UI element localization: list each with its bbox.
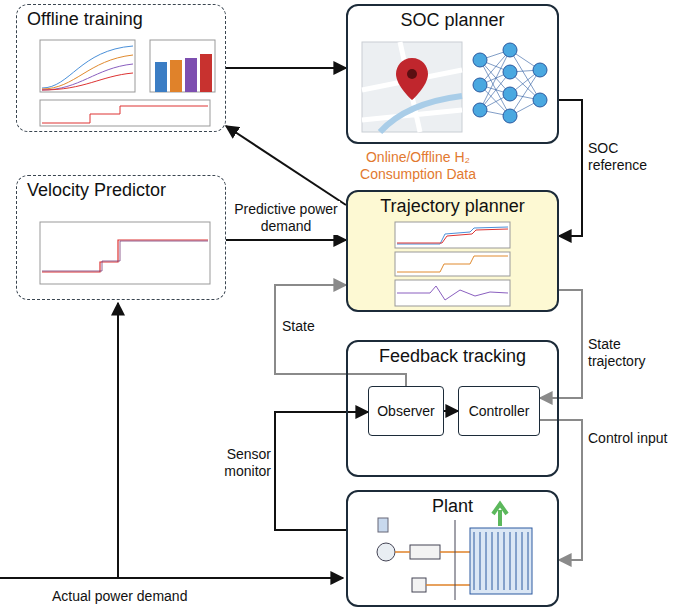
edge-label: Control input [588, 430, 668, 447]
signal-label: Actual power demand [52, 588, 187, 605]
connector [275, 412, 368, 530]
edge-label: Sensor monitor [200, 446, 271, 480]
box-title: Offline training [17, 5, 225, 30]
connector [444, 410, 458, 412]
edge-label: State [282, 318, 332, 335]
power-demand-wire [0, 303, 343, 578]
connector [226, 239, 346, 241]
velocity-plot [40, 222, 210, 284]
process-box: Offline training [16, 4, 226, 132]
edge-label: SOC reference [588, 140, 668, 174]
process-box: Feedback trackingObserver Controller [346, 340, 559, 477]
box-title: Trajectory planner [348, 192, 557, 217]
block-label: Controller [459, 387, 539, 419]
box-fill [347, 191, 558, 311]
edge-label: Predictive power demand [232, 201, 340, 235]
box-title: Velocity Predictor [17, 176, 225, 201]
process-box: Plant [346, 490, 559, 607]
connector [226, 67, 346, 69]
neural-network-icon [473, 43, 547, 123]
sub-block: Observer [368, 386, 444, 436]
process-box: SOC planner [346, 4, 559, 144]
connector [540, 290, 582, 398]
process-box: Velocity Predictor [16, 175, 226, 300]
map-icon [362, 42, 462, 132]
process-box: Trajectory planner [346, 190, 559, 312]
box-title: Plant [348, 492, 557, 517]
training-plot [40, 40, 215, 126]
sub-block: Controller [458, 386, 540, 436]
block-label: Observer [369, 387, 443, 419]
edge-label: Online/Offline H₂ Consumption Data [338, 149, 498, 183]
box-title: Feedback tracking [348, 342, 557, 367]
connector [559, 100, 582, 236]
trajectory-plot [395, 222, 510, 306]
edge-label: State trajectory [588, 336, 668, 370]
plant-schematic [377, 504, 532, 600]
training-bars [155, 54, 212, 92]
connector [226, 126, 346, 205]
connector [275, 285, 406, 386]
box-title: SOC planner [348, 6, 557, 31]
